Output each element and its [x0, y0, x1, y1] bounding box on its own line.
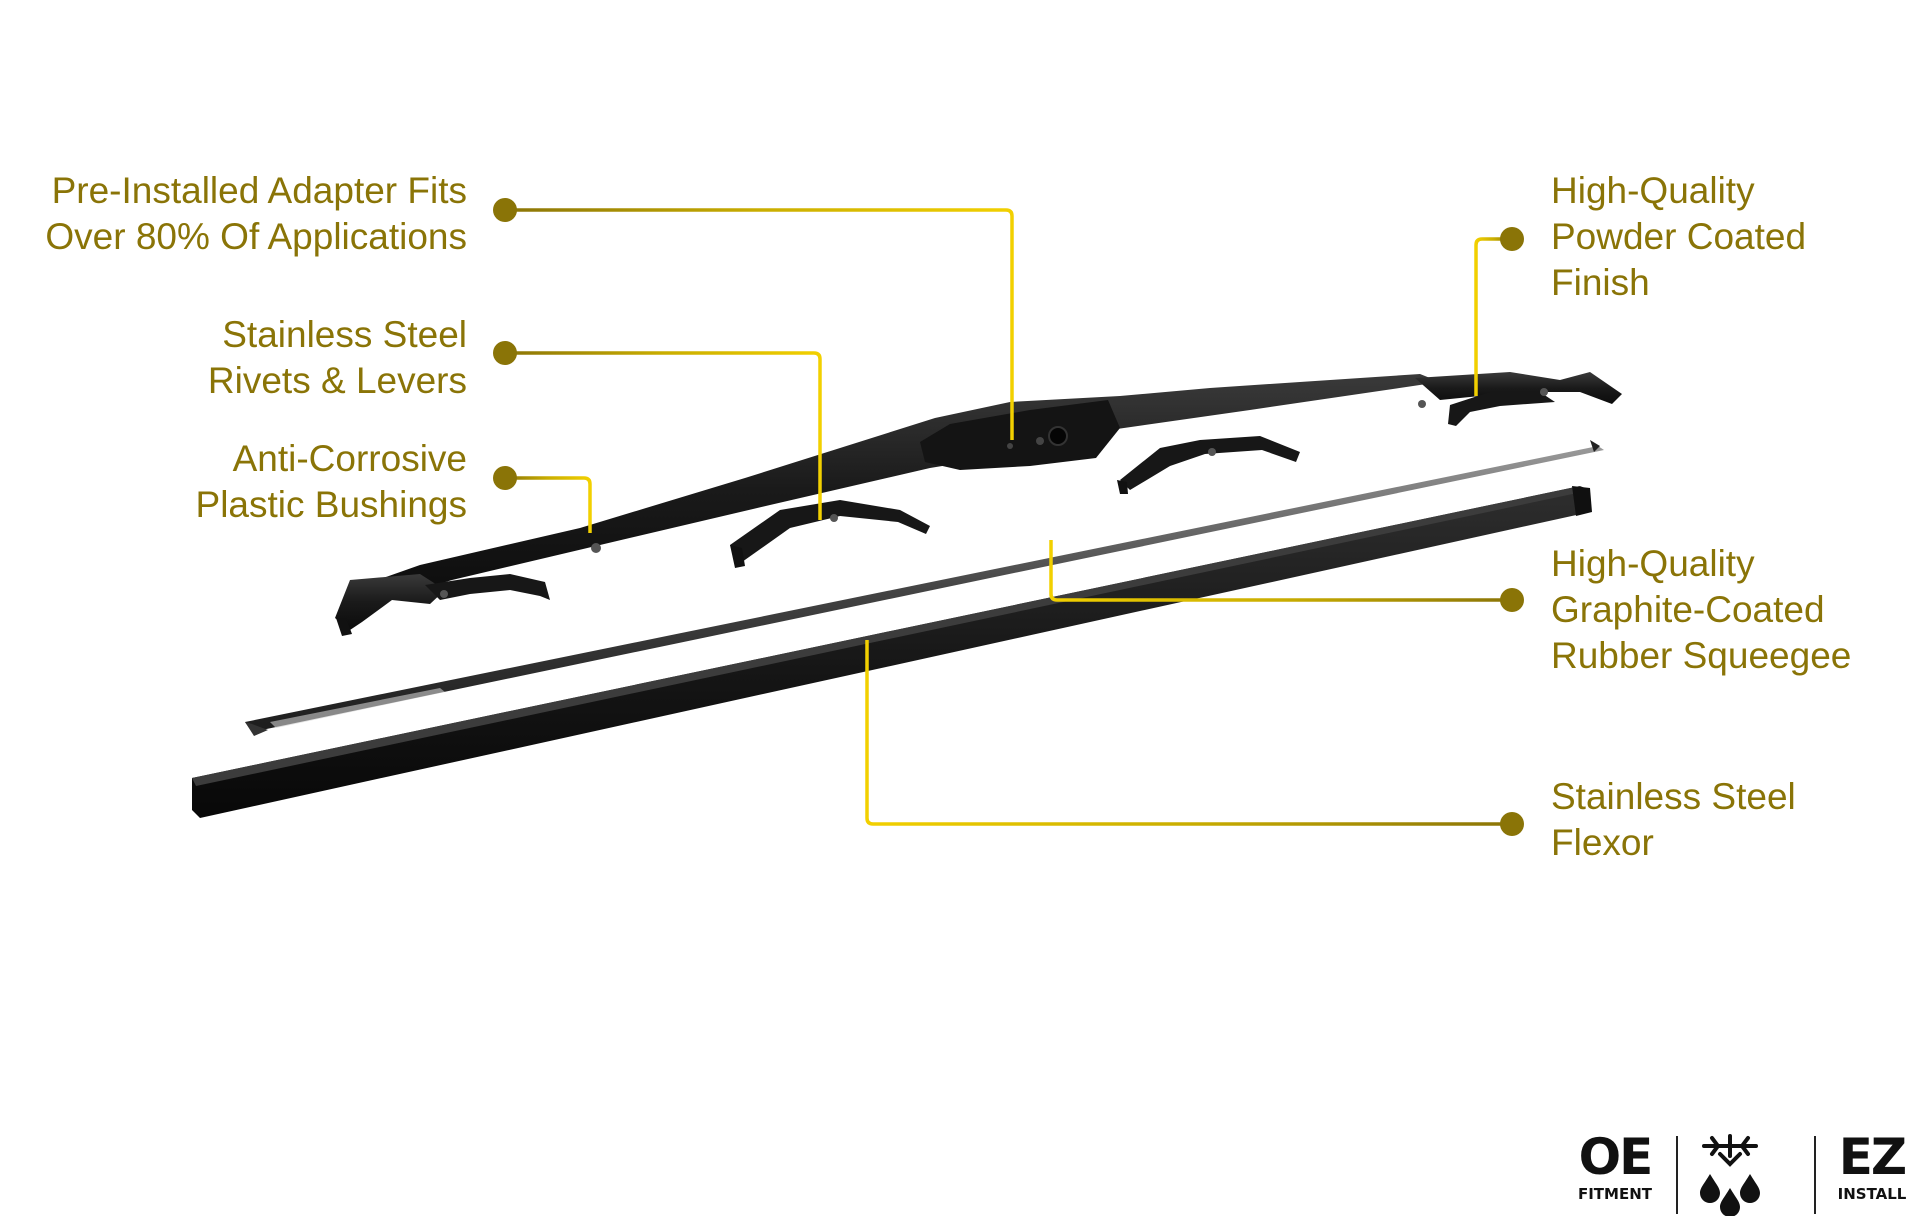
label-flexor-line-1: Stainless Steel	[1551, 776, 1796, 817]
badge-divider-2	[1814, 1136, 1816, 1214]
callout-dot-bushings	[493, 466, 517, 490]
label-finish-line-3: Finish	[1551, 262, 1650, 303]
label-rivets: Stainless Steel Rivets & Levers	[208, 312, 467, 404]
badge-ez-subtext: INSTALL	[1837, 1185, 1907, 1203]
label-finish-line-1: High-Quality	[1551, 170, 1755, 211]
badge-oe-subtext: FITMENT	[1577, 1185, 1653, 1203]
flexor-strip	[245, 440, 1604, 736]
label-rivets-line-2: Rivets & Levers	[207, 360, 467, 401]
callout-dot-finish	[1500, 227, 1524, 251]
wiper-frame	[335, 372, 1622, 636]
callout-dots	[493, 198, 1524, 836]
label-bushings-line-1: Anti-Corrosive	[232, 438, 467, 479]
badge-weather	[1690, 1130, 1770, 1217]
callout-dot-rivets	[493, 341, 517, 365]
feature-badges: OE FITMENT EZ INSTALL	[1560, 1130, 1920, 1217]
leader-lines	[505, 208, 1512, 826]
badge-divider-1	[1676, 1136, 1678, 1214]
label-squeegee-line-3: Rubber Squeegee	[1551, 635, 1852, 676]
badge-oe-fitment: OE FITMENT	[1570, 1130, 1660, 1216]
callout-dot-squeegee	[1500, 588, 1524, 612]
label-bushings: Anti-Corrosive Plastic Bushings	[196, 436, 467, 528]
badge-ez-text: EZ	[1838, 1128, 1907, 1186]
label-finish-line-2: Powder Coated	[1551, 216, 1807, 257]
label-squeegee-line-2: Graphite-Coated	[1551, 589, 1825, 630]
rubber-squeegee	[192, 486, 1592, 818]
badge-ez-install: EZ INSTALL	[1830, 1130, 1914, 1216]
label-flexor-line-2: Flexor	[1551, 822, 1654, 863]
label-squeegee: High-Quality Graphite-Coated Rubber Sque…	[1551, 541, 1851, 679]
badge-oe-text: OE	[1578, 1128, 1654, 1186]
snowflake-rain-icon	[1700, 1134, 1760, 1217]
callout-dot-flexor	[1500, 812, 1524, 836]
label-adapter: Pre-Installed Adapter Fits Over 80% Of A…	[45, 168, 467, 260]
label-bushings-line-2: Plastic Bushings	[195, 484, 467, 525]
callout-dot-adapter	[493, 198, 517, 222]
label-squeegee-line-1: High-Quality	[1551, 543, 1755, 584]
label-adapter-line-2: Over 80% Of Applications	[45, 216, 467, 257]
label-adapter-line-1: Pre-Installed Adapter Fits	[51, 170, 467, 211]
label-rivets-line-1: Stainless Steel	[222, 314, 467, 355]
label-finish: High-Quality Powder Coated Finish	[1551, 168, 1806, 306]
label-flexor: Stainless Steel Flexor	[1551, 774, 1796, 866]
